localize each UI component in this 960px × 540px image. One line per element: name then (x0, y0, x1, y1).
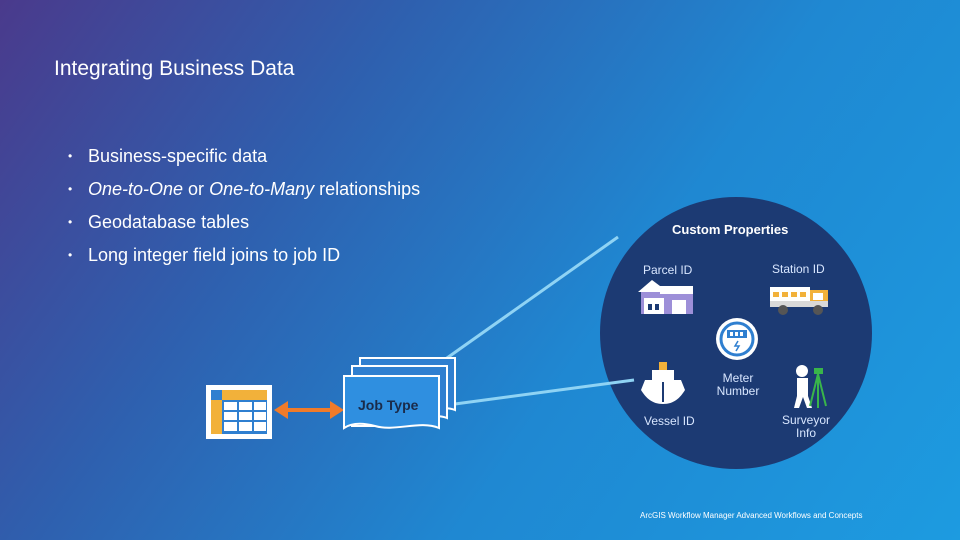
table-icon (206, 385, 272, 439)
bullet-emphasis: One-to-One (88, 179, 184, 199)
bullet-text: Long integer field joins to job ID (88, 245, 341, 265)
bullet-item: • One-to-One or One-to-Many relationships (68, 178, 420, 211)
meter-label-line: Meter (722, 371, 754, 385)
bullet-item: • Business-specific data (68, 145, 420, 178)
house-icon (638, 280, 693, 314)
job-type-documents-icon (343, 357, 456, 430)
bullet-dot: • (68, 248, 73, 262)
surveyor-icon (794, 365, 827, 408)
meter-icon (716, 318, 758, 360)
meter-label-line: Number (716, 384, 760, 398)
vessel-id-label: Vessel ID (644, 414, 695, 428)
bullet-emphasis: One-to-Many (209, 179, 315, 199)
parcel-id-label: Parcel ID (643, 263, 693, 277)
station-id-label: Station ID (772, 262, 825, 276)
surveyor-label-line: Surveyor (781, 413, 831, 427)
footer-text: ArcGIS Workflow Manager Advanced Workflo… (640, 511, 863, 520)
bullet-dot: • (68, 182, 73, 196)
bullet-text: Geodatabase tables (88, 212, 250, 232)
bullet-text: or (183, 179, 210, 199)
bullet-dot: • (68, 215, 73, 229)
connector-line-top (429, 235, 619, 372)
surveyor-label-line: Info (795, 426, 816, 440)
bullet-item: • Long integer field joins to job ID (68, 244, 420, 277)
bullet-list: • Business-specific data • One-to-One or O… (68, 145, 420, 277)
connector-line-bottom (454, 378, 635, 406)
fire-truck-icon (770, 287, 828, 315)
bullet-dot: • (68, 149, 73, 163)
surveyor-info-label: Surveyor Info (778, 414, 834, 440)
custom-properties-title: Custom Properties (672, 222, 789, 237)
ship-icon (641, 362, 685, 404)
job-type-label: Job Type (358, 397, 419, 413)
meter-number-label: Meter Number (712, 372, 764, 398)
bullet-text: Business-specific data (88, 146, 268, 166)
double-arrow-icon (274, 401, 344, 419)
bullet-text: relationships (314, 179, 421, 199)
bullet-item: • Geodatabase tables (68, 211, 420, 244)
slide-title: Integrating Business Data (54, 57, 295, 80)
